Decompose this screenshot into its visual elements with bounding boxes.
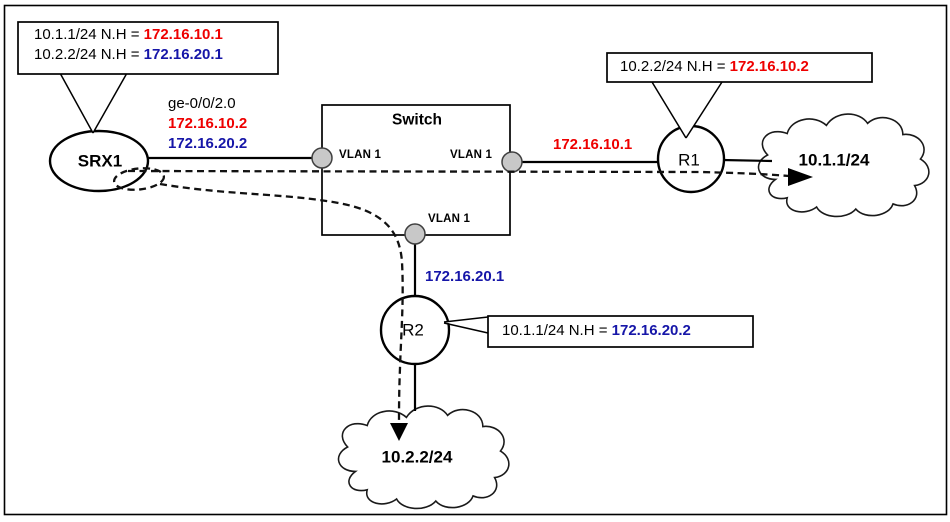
- switch-label: Switch: [392, 111, 442, 129]
- next-hop-value: 172.16.10.2: [729, 58, 809, 75]
- vlan-label-bottom: VLAN 1: [428, 213, 471, 225]
- callout-pointer-r2-bottom-leg: [443, 322, 489, 334]
- diagram-border: [3, 4, 948, 516]
- callout-pointer-srx1-left-leg: [59, 72, 94, 134]
- srx1-node: [48, 129, 150, 193]
- callout-box-r2: [487, 315, 754, 348]
- r1-label: R1: [678, 150, 700, 170]
- route-prefix: 10.2.2/24 N.H =: [34, 46, 144, 63]
- callout-pointer-r1: [652, 82, 722, 138]
- next-hop-value: 172.16.20.2: [611, 322, 691, 339]
- callout-pointer-srx1-right-leg: [92, 72, 128, 134]
- link-r2-ip-label: 172.16.20.1: [425, 268, 505, 285]
- route-prefix: 10.2.2/24 N.H =: [620, 58, 730, 75]
- link-r1-cloud: [721, 158, 773, 163]
- r2-label: R2: [402, 320, 424, 340]
- callout-r1-line: 10.2.2/24 N.H = 172.16.10.2: [620, 59, 809, 74]
- r2-node: [379, 294, 451, 366]
- next-hop-value: 172.16.10.1: [143, 26, 223, 43]
- vlan-label-left: VLAN 1: [339, 149, 382, 161]
- callout-srx1-line1: 10.1.1/24 N.H = 172.16.10.1: [34, 27, 223, 42]
- callout-pointer-r1-right-leg: [685, 81, 723, 139]
- callout-r2-line: 10.1.1/24 N.H = 172.16.20.2: [502, 323, 691, 338]
- callout-box-r1: [606, 52, 873, 83]
- srx1-interface-label: ge-0/0/2.0: [168, 95, 236, 112]
- switch-box: [321, 104, 511, 236]
- flow-dashed-to-10-2-2-24: [159, 182, 404, 428]
- cloud-bottom-label: 10.2.2/24: [381, 447, 453, 467]
- callout-pointer-srx1: [60, 73, 127, 133]
- callout-box-srx1: [17, 21, 279, 75]
- callout-pointer-r1-left-leg: [651, 81, 687, 139]
- callout-pointer-r2-top-leg: [443, 316, 489, 323]
- srx1-ip-vlan20-label: 172.16.20.2: [168, 135, 248, 152]
- arrowhead-down-icon: [390, 423, 408, 441]
- switch-port-right: [501, 151, 523, 173]
- cloud-right-label: 10.1.1/24: [798, 150, 870, 170]
- route-prefix: 10.1.1/24 N.H =: [502, 322, 612, 339]
- srx1-label: SRX1: [77, 151, 123, 171]
- next-hop-value: 172.16.20.1: [143, 46, 223, 63]
- vlan-label-right: VLAN 1: [450, 149, 493, 161]
- arrowhead-right-icon: [788, 168, 813, 186]
- switch-port-left: [311, 147, 333, 169]
- hairpin-loop: [112, 167, 166, 191]
- callout-srx1-line2: 10.2.2/24 N.H = 172.16.20.1: [34, 47, 223, 62]
- switch-port-bottom: [404, 223, 426, 245]
- link-r1-ip-label: 172.16.10.1: [553, 136, 633, 153]
- route-prefix: 10.1.1/24 N.H =: [34, 26, 144, 43]
- srx1-ip-vlan10-label: 172.16.10.2: [168, 115, 248, 132]
